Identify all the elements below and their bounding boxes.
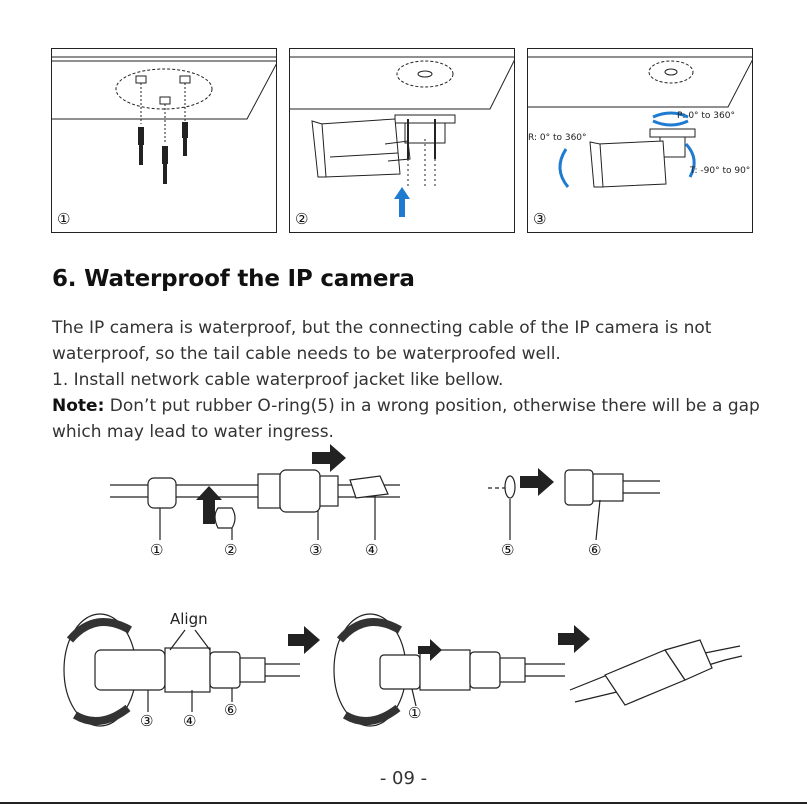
tilt-range-label: T: -90° to 90° <box>690 166 751 176</box>
callout-4: ④ <box>365 541 379 559</box>
mount-camera-illustration <box>290 56 514 217</box>
step-panel-2: ② <box>289 48 515 233</box>
step-number-3: ③ <box>533 210 547 228</box>
callout-lower-3: ③ <box>140 712 154 730</box>
pan-range-label: P: 0° to 360° <box>677 111 735 121</box>
instruction-step-1: 1. Install network cable waterproof jack… <box>52 370 504 390</box>
section-heading: 6. Waterproof the IP camera <box>52 266 415 292</box>
note-label: Note: <box>52 396 105 416</box>
step-number-1: ① <box>57 210 71 228</box>
rotation-range-label: R: 0° to 360° <box>528 133 587 143</box>
page-number: - 09 - <box>379 768 428 789</box>
adjust-angle-illustration <box>528 56 752 188</box>
callout-lower-6: ⑥ <box>224 701 238 719</box>
align-label: Align <box>170 610 208 628</box>
note-paragraph: Note: Don’t put rubber O-ring(5) in a wr… <box>52 393 762 445</box>
callout-lower-1: ① <box>408 704 422 722</box>
callout-1: ① <box>150 541 164 559</box>
callout-3: ③ <box>309 541 323 559</box>
callout-2: ② <box>224 541 238 559</box>
intro-paragraph: The IP camera is waterproof, but the con… <box>52 318 712 364</box>
callout-5: ⑤ <box>501 541 515 559</box>
step-panel-1: ① <box>51 48 277 233</box>
ceiling-screws-illustration <box>52 56 276 184</box>
step-panel-3: P: 0° to 360° R: 0° to 360° T: -90° to 9… <box>527 48 753 233</box>
bottom-rule <box>0 802 807 804</box>
step-number-2: ② <box>295 210 309 228</box>
callout-6: ⑥ <box>588 541 602 559</box>
callout-lower-4: ④ <box>183 712 197 730</box>
note-text: Don’t put rubber O-ring(5) in a wrong po… <box>52 396 760 442</box>
